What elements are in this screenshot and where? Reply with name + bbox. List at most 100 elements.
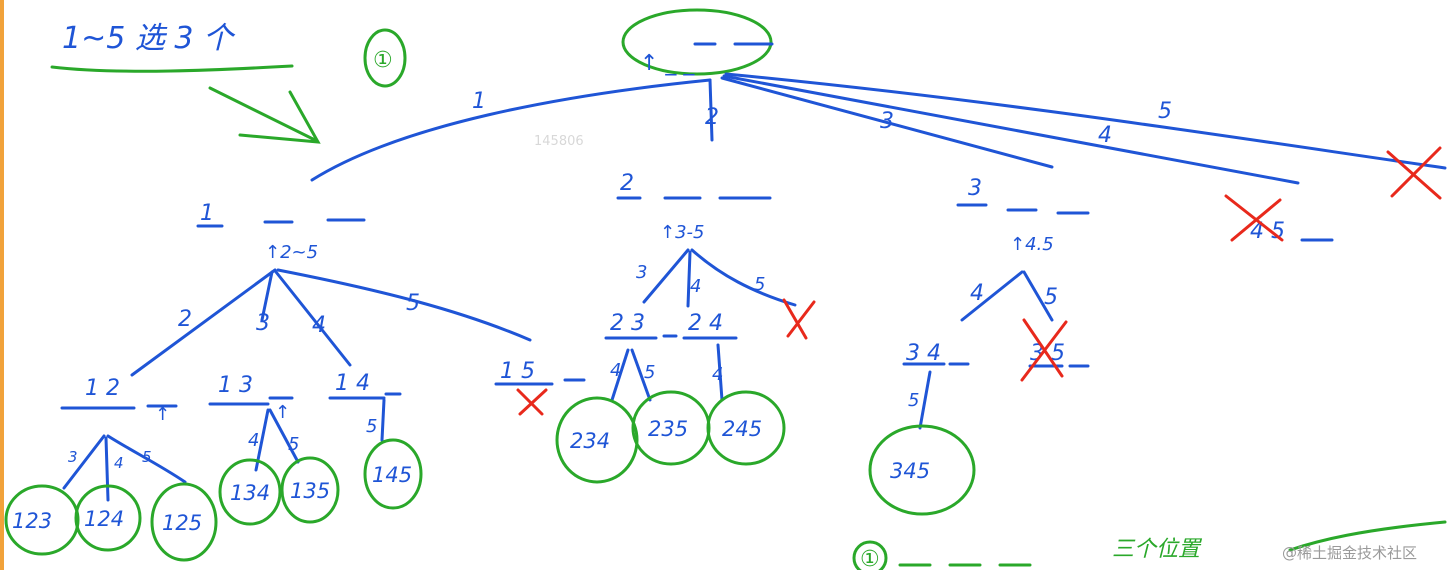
node-1-pool: ↑2~5: [265, 242, 318, 263]
step-marker-circle: [363, 28, 407, 88]
node-12-arrow: ↑: [155, 404, 170, 425]
n3-edge-4: [960, 270, 1024, 322]
node-3-slots: [956, 203, 1090, 215]
n12-edge-label-3: 3: [68, 448, 78, 466]
title-arrows: [208, 86, 321, 144]
n14-edge-label-5: 5: [366, 416, 377, 437]
result-circle-234: [555, 396, 639, 484]
root-edge-label-3: 3: [880, 109, 894, 134]
n13-edge-label-5: 5: [288, 434, 299, 455]
n3-edge-5: [1022, 270, 1054, 322]
root-edge-3: [720, 76, 1054, 169]
node-13-arrow: ↑: [275, 402, 290, 423]
result-124: 124: [84, 507, 124, 531]
node-3-pool: ↑4.5: [1010, 234, 1054, 255]
n12-edge-5: [106, 434, 187, 484]
n34-edge-label-5: 5: [908, 390, 919, 411]
cross-node-15: [516, 388, 548, 416]
bottom-note: 三个位置: [1112, 537, 1203, 562]
node-24: 2 4: [688, 311, 723, 336]
root-edge-5: [724, 72, 1447, 170]
root-edge-4: [722, 74, 1300, 185]
n1-edge-5: [276, 268, 532, 342]
node-23: 2 3: [610, 311, 645, 336]
result-circle-135: [280, 456, 340, 524]
title-underline: [50, 64, 294, 73]
n2-edge-label-4: 4: [690, 276, 701, 297]
node-13-slots: [208, 396, 294, 406]
bottom-marker-circle: [852, 540, 888, 570]
result-145: 145: [372, 463, 412, 487]
n23-edge-4: [610, 348, 630, 402]
title: 1~5 选 3 个: [62, 21, 236, 56]
n1-edge-label-2: 2: [178, 307, 192, 332]
root-edge-label-1: 1: [472, 89, 486, 114]
node-2-pool: ↑3-5: [660, 222, 704, 243]
result-circle-134: [218, 458, 282, 526]
root-label: ↑ _ _: [640, 51, 695, 76]
node-23-slots: [604, 334, 678, 340]
root-edge-2: [708, 78, 714, 142]
cross-node-35: [1020, 318, 1068, 382]
n24-edge-label-5: 4: [712, 364, 723, 385]
cross-node-4: [1224, 194, 1284, 242]
bottom-scribble: [1288, 520, 1447, 552]
n1-edge-4: [274, 270, 352, 367]
bottom-marker: ①: [860, 547, 880, 570]
result-135: 135: [290, 479, 330, 503]
node-14-slots: [328, 392, 402, 400]
watermark: 145806: [534, 134, 584, 149]
node-1-slots: [196, 218, 366, 228]
node-15: 1 5: [500, 359, 535, 384]
node-1-prefix: 1: [200, 201, 214, 226]
result-123: 123: [12, 509, 52, 533]
node-2-prefix: 2: [620, 171, 634, 196]
credit: @稀土掘金技术社区: [1282, 544, 1417, 562]
n1-edge-label-4: 4: [312, 313, 326, 338]
n13-edge-5: [268, 408, 300, 464]
n23-edge-5: [630, 348, 652, 402]
cross-root-5: [1386, 146, 1442, 200]
n2-edge-3: [642, 248, 690, 304]
n13-edge-label-4: 4: [248, 430, 259, 451]
root-edge-label-5: 5: [1158, 99, 1172, 124]
n3-edge-label-4: 4: [970, 281, 984, 306]
result-circle-124: [74, 484, 142, 552]
result-345: 345: [890, 459, 930, 483]
node-3-prefix: 3: [968, 176, 982, 201]
result-245: 245: [722, 417, 762, 441]
node-13: 1 3: [218, 373, 253, 398]
root-edge-1: [310, 78, 712, 182]
result-134: 134: [230, 481, 270, 505]
n12-edge-label-5: 5: [142, 448, 152, 466]
n23-edge-label-4: 4: [610, 360, 621, 381]
n2-edge-4: [686, 250, 692, 308]
root-circle: [621, 8, 773, 76]
n1-edge-2: [130, 268, 277, 377]
n2-edge-label-3: 3: [636, 262, 647, 283]
n24-edge-5: [716, 343, 724, 402]
result-234: 234: [570, 429, 610, 453]
root-edge-label-2: 2: [705, 105, 719, 130]
node-12-slots: [60, 404, 178, 410]
n12-edge-label-4: 4: [114, 454, 124, 472]
n34-edge-5: [918, 370, 932, 430]
n23-edge-label-5: 5: [644, 362, 655, 383]
result-125: 125: [162, 511, 202, 535]
result-circle-123: [4, 484, 80, 556]
n2-edge-5: [690, 248, 797, 307]
node-34: 3 4: [906, 341, 941, 366]
root-edge-label-4: 4: [1098, 123, 1112, 148]
result-circle-125: [150, 482, 218, 562]
n12-edge-3: [62, 434, 106, 490]
n2-edge-label-5: 5: [754, 274, 765, 295]
left-edge-accent: [0, 0, 4, 570]
n1-edge-label-5: 5: [406, 291, 420, 316]
result-circle-245: [706, 390, 786, 466]
step-marker: ①: [373, 48, 393, 73]
n1-edge-3: [260, 270, 274, 322]
node-4-prefix: 4 5: [1250, 219, 1285, 244]
result-circle-345: [868, 424, 976, 516]
